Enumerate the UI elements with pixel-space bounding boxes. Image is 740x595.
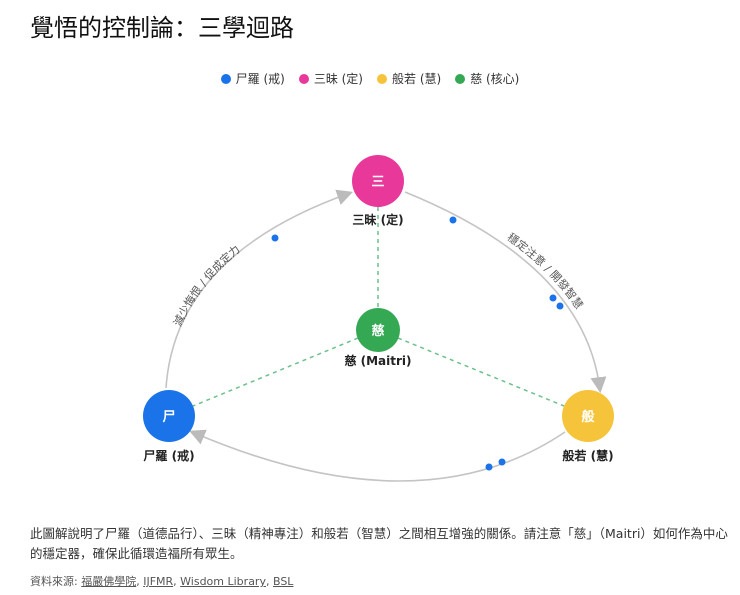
node-samadhi[interactable]: 三三昧 (定): [352, 155, 404, 227]
node-label: 般若 (慧): [562, 448, 613, 463]
link-maitri-prajna: [397, 337, 565, 407]
edge-sila-samadhi: [165, 189, 354, 389]
flow-particle: [549, 294, 557, 302]
node-glyph: 三: [371, 175, 384, 190]
edge-label-samadhi-prajna: 穩定注意 / 開發智慧: [505, 230, 587, 312]
node-sila[interactable]: 尸尸羅 (戒): [143, 390, 195, 463]
legend: 尸羅 (戒) 三昧 (定) 般若 (慧) 慈 (核心): [0, 70, 740, 87]
node-label: 慈 (Maitri): [344, 353, 411, 368]
source-link[interactable]: BSL: [272, 575, 294, 588]
legend-dot-icon: [298, 73, 309, 84]
legend-item-maitri[interactable]: 慈 (核心): [455, 70, 519, 87]
legend-item-prajna[interactable]: 般若 (慧): [377, 70, 441, 87]
description: 此圖解說明了尸羅（道德品行）、三昧（精神專注）和般若（智慧）之間相互增強的關係。…: [30, 526, 728, 561]
edge-label-sila-samadhi: 減少悔恨 / 促成定力: [170, 243, 242, 329]
node-glyph: 尸: [162, 410, 175, 425]
flow-particle: [498, 458, 506, 466]
page-title: 覺悟的控制論：三學迴路: [30, 14, 294, 42]
node-prajna[interactable]: 般般若 (慧): [562, 390, 614, 463]
node-label: 尸羅 (戒): [143, 448, 194, 463]
flow-particle: [271, 234, 279, 242]
legend-dot-icon: [220, 73, 231, 84]
source-link[interactable]: IJFMR: [143, 575, 174, 588]
legend-item-samadhi[interactable]: 三昧 (定): [298, 70, 363, 87]
flow-particle: [485, 463, 493, 471]
legend-label: 慈 (核心): [470, 72, 520, 86]
legend-dot-icon: [377, 73, 387, 84]
link-maitri-sila: [192, 337, 359, 407]
legend-dot-icon: [455, 73, 466, 84]
node-label: 三昧 (定): [352, 212, 403, 227]
edge-samadhi-prajna: [404, 191, 607, 394]
source-link[interactable]: 福嚴佛學院: [81, 575, 137, 588]
sources: 資料來源: 福嚴佛學院, IJFMR, Wisdom Library, BSL: [30, 575, 294, 588]
flow-particles: [271, 216, 564, 471]
source-link[interactable]: Wisdom Library: [180, 575, 266, 588]
legend-label: 般若 (慧): [392, 72, 442, 86]
sources-prefix: 資料來源:: [30, 575, 82, 588]
legend-label: 三昧 (定): [313, 72, 363, 86]
flow-particle: [449, 216, 457, 224]
edge-prajna-sila: [189, 429, 566, 482]
flow-particle: [556, 302, 564, 310]
node-glyph: 般: [581, 409, 594, 425]
node-maitri[interactable]: 慈慈 (Maitri): [344, 308, 412, 368]
legend-item-sila[interactable]: 尸羅 (戒): [220, 70, 285, 87]
cycle-diagram: 減少悔恨 / 促成定力 穩定注意 / 開發智慧 三三昧 (定) 慈慈 (Mait…: [143, 155, 614, 482]
legend-label: 尸羅 (戒): [235, 72, 285, 86]
node-glyph: 慈: [371, 323, 384, 339]
